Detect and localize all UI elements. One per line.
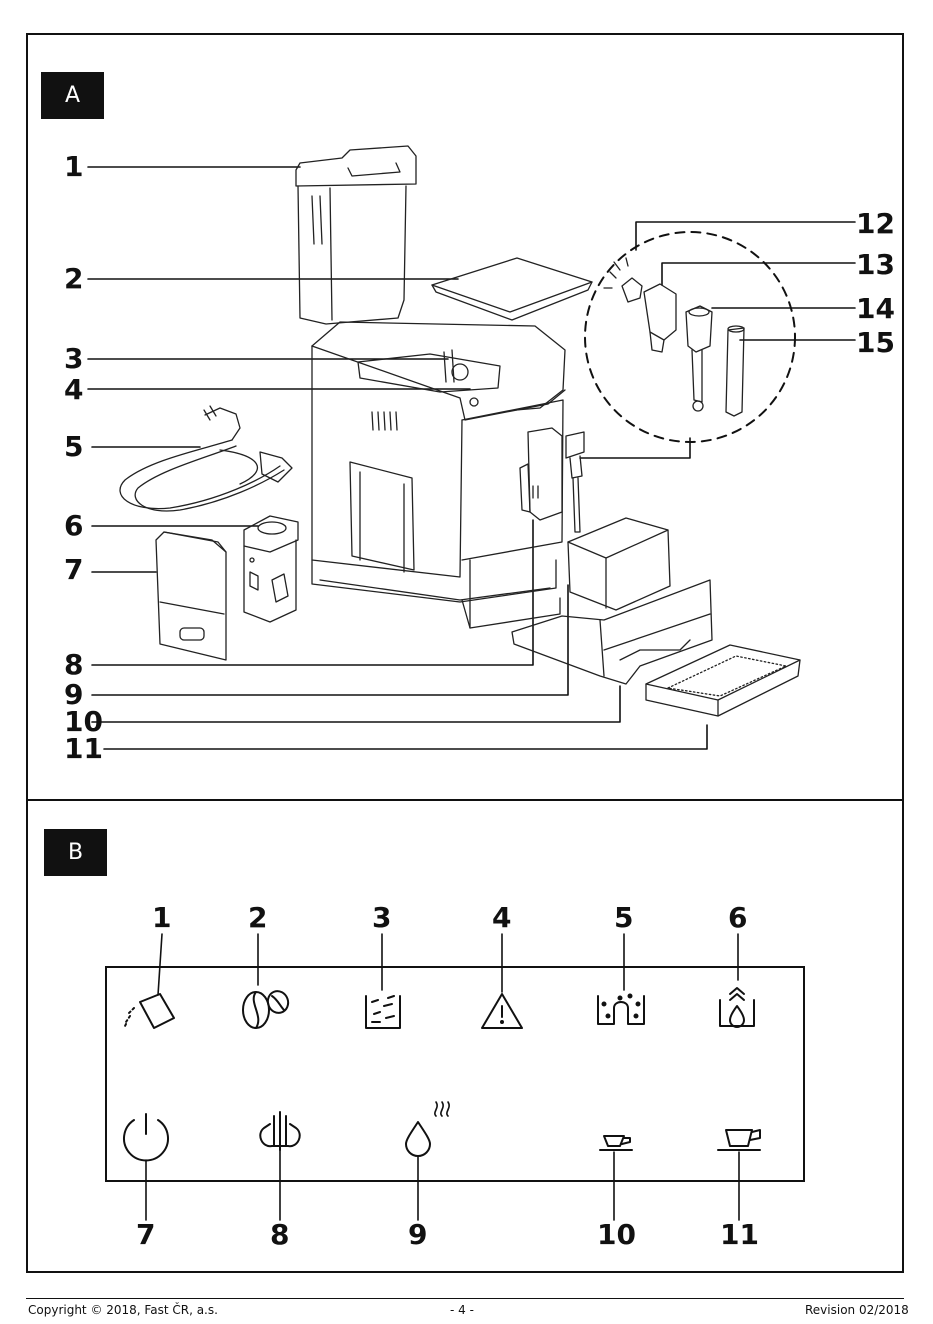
footer-revision: Revision 02/2018 <box>805 1303 909 1317</box>
coffee-beans-icon <box>243 988 291 1028</box>
descale-icon <box>598 995 644 1025</box>
pour-cup-icon <box>124 994 174 1028</box>
footer-rule <box>26 1298 904 1299</box>
steam-icon <box>260 1112 299 1150</box>
water-tank-refill-icon <box>720 988 754 1027</box>
small-cup-icon <box>600 1136 632 1150</box>
power-icon <box>124 1114 168 1160</box>
large-cup-icon <box>718 1130 760 1150</box>
grounds-container-icon <box>366 996 400 1028</box>
footer-page-number: - 4 - <box>450 1303 474 1317</box>
footer-copyright: Copyright © 2018, Fast ČR, a.s. <box>28 1303 218 1317</box>
warning-icon <box>482 994 522 1028</box>
hot-water-icon <box>406 1102 449 1156</box>
